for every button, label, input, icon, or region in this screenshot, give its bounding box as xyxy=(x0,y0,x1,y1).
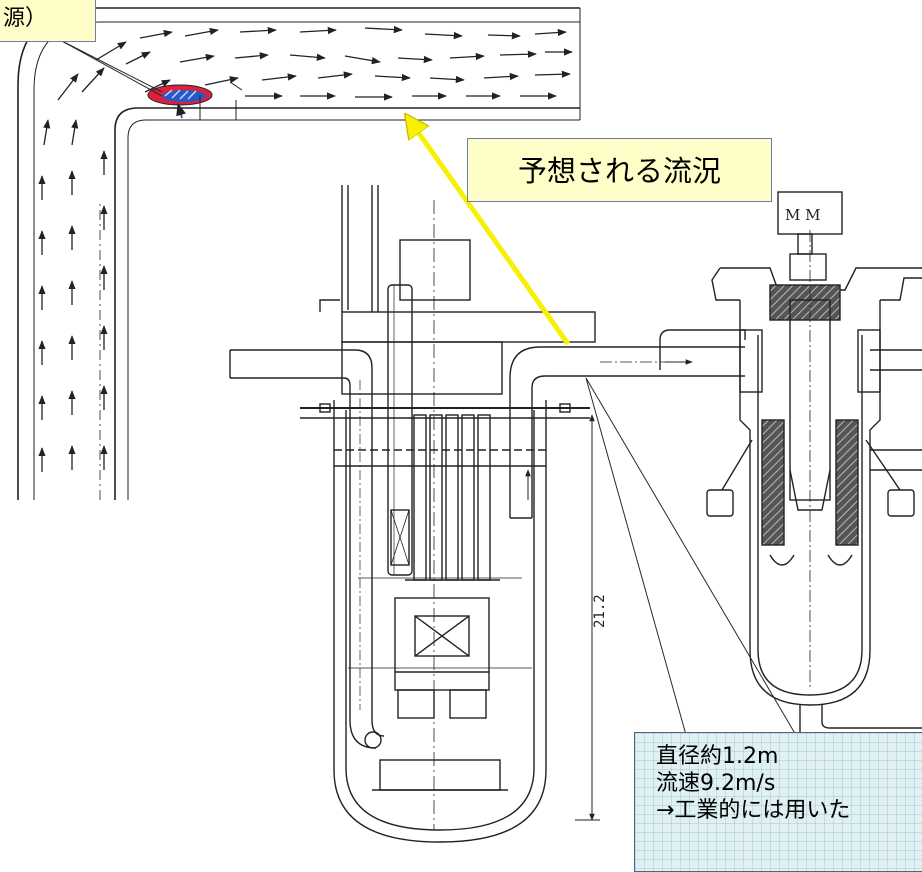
dimension-label: 21.2 xyxy=(592,594,608,628)
motor-box xyxy=(777,191,843,235)
motor-label: M M xyxy=(785,206,821,224)
expected-flow-text: 予想される流況 xyxy=(517,154,721,188)
spec-callout-leader xyxy=(585,377,801,743)
reactor-vessel xyxy=(229,185,745,843)
spec-note: →工業的には用いた xyxy=(656,798,851,823)
spec-velocity: 流速9.2m/s xyxy=(656,771,776,796)
pipe-spec-callout: 直径約1.2m 流速9.2m/s →工業的には用いた xyxy=(634,732,922,872)
source-label-callout: 源） xyxy=(0,0,96,42)
expected-flow-pointer xyxy=(406,115,571,346)
separation-hotspot xyxy=(59,39,243,120)
elbow-inner-wall xyxy=(114,107,580,500)
elbow-inner-wall-inner-line xyxy=(127,119,580,500)
spec-diameter: 直径約1.2m xyxy=(656,744,779,769)
primary-pump xyxy=(659,191,922,751)
elbow-pipe-detail xyxy=(17,7,581,500)
upper-plug xyxy=(399,239,471,301)
expected-flow-callout: 予想される流況 xyxy=(467,138,772,202)
flow-vectors xyxy=(38,25,573,472)
source-leader-line xyxy=(59,39,163,93)
elbow-outer-wall xyxy=(17,7,580,500)
elbow-outer-wall-inner-line xyxy=(33,21,580,500)
source-label-text: 源） xyxy=(3,6,48,31)
